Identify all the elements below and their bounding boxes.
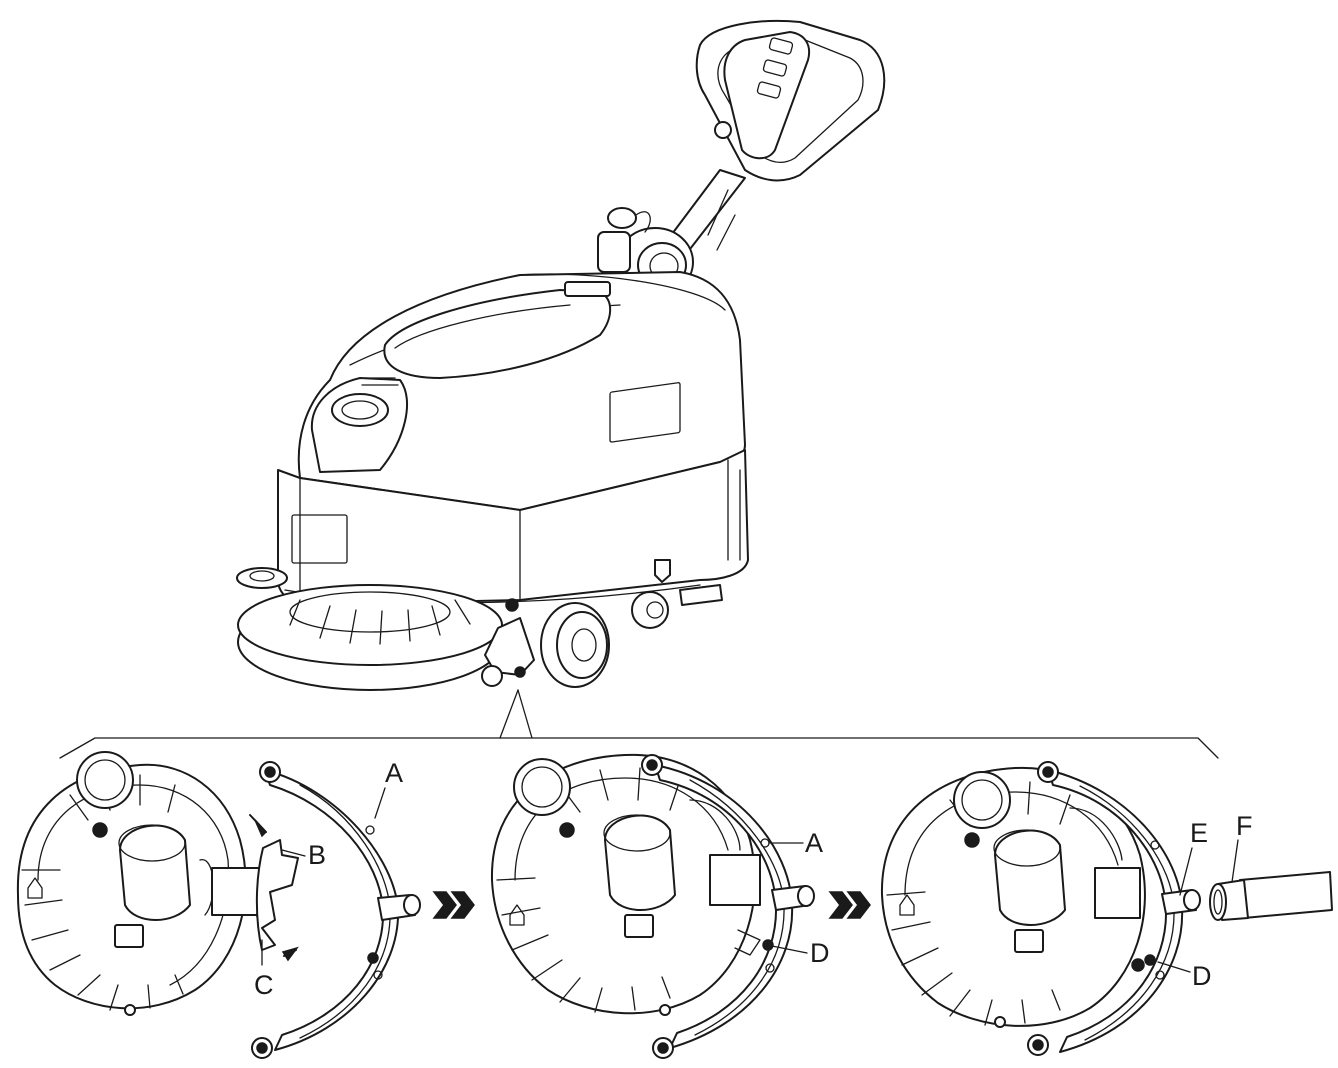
label-c-step1: C (254, 970, 274, 1000)
double-chevron-right-icon (828, 891, 871, 919)
label-f-step3: F (1236, 811, 1253, 841)
leader-d3 (1157, 961, 1191, 973)
floor-scrubber-machine (236, 19, 886, 691)
step-3-brush-deck (880, 766, 1146, 1028)
step-2-squeegee-positioned: A D (490, 753, 830, 1059)
step-3-squeegee-assembly (1027, 761, 1201, 1056)
label-a-step1: A (385, 758, 403, 788)
step-2-squeegee-assembly (641, 754, 815, 1059)
detail-callout-bracket (59, 689, 1219, 759)
label-d-step3: D (1192, 961, 1212, 991)
label-e-step3: E (1190, 818, 1208, 848)
label-d-step2: D (810, 938, 830, 968)
leader-b (281, 849, 306, 857)
leader-e (1179, 847, 1193, 896)
leader-d2 (771, 945, 808, 954)
double-chevron-right-icon (432, 891, 475, 919)
leader-a1 (374, 787, 386, 819)
handle (659, 19, 886, 263)
step-3-squeegee-attached-hose: E F D (880, 761, 1333, 1056)
step-1-deck-separate-squeegee: A B C (16, 751, 421, 1059)
step-1-squeegee-assembly (249, 761, 421, 1059)
machine-body (277, 271, 749, 606)
step-1-brush-deck (16, 751, 268, 1016)
wheels-and-squeegee (481, 584, 723, 688)
label-a-step2: A (805, 828, 823, 858)
label-b-step1: B (308, 840, 326, 870)
step-2-brush-deck (490, 753, 761, 1016)
leader-f (1231, 839, 1239, 883)
drain-hose (1209, 871, 1333, 921)
